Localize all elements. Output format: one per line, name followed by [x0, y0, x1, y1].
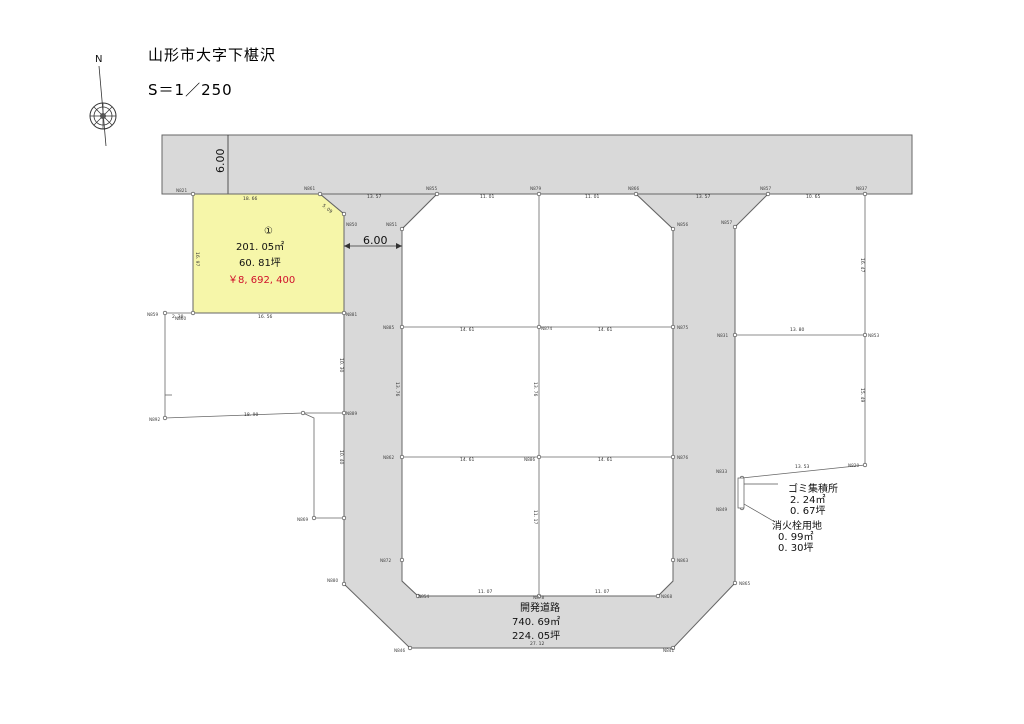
point-label: N863 [677, 558, 688, 563]
point-label: N849 [716, 507, 727, 512]
lot-1-price: ￥8, 692, 400 [228, 275, 295, 286]
point-label: N878 [533, 595, 544, 600]
point-label: N889 [346, 411, 357, 416]
top-road-width-label: 6.00 [214, 149, 227, 174]
point-label: N872 [380, 558, 391, 563]
point-label: N850 [346, 222, 357, 227]
dev-road-width-label: 6.00 [363, 234, 388, 247]
dimension-value: 10. 30 [338, 358, 344, 372]
point-label: N846 [394, 648, 405, 653]
top-road [161, 134, 913, 195]
lot-1-area-m2: 201. 05㎡ [236, 241, 284, 253]
page-title: 山形市大字下椹沢 [148, 46, 277, 64]
dimension-value: 11. 17 [532, 510, 538, 524]
dimension-value: 14. 61 [460, 327, 474, 333]
dimension-value: 11. 01 [585, 194, 599, 200]
dimension-value: 13. 57 [696, 194, 710, 200]
point-label: N821 [176, 188, 187, 193]
dimension-value: 11. 07 [595, 589, 609, 595]
dimension-value: 10. 40 [338, 450, 344, 464]
point-label: N875 [677, 325, 688, 330]
dimension-value: 18. 66 [243, 196, 257, 202]
hydrant-site-name: 消火栓用地 [772, 519, 822, 532]
point-label: N855 [426, 186, 437, 191]
point-label: N885 [383, 325, 394, 330]
point-label: N859 [147, 312, 158, 317]
point-label: N820 [848, 463, 859, 468]
dimension-value: 27. 12 [530, 641, 544, 647]
point-label: N861 [304, 186, 315, 191]
dev-road-area-m2: 740. 69㎡ [512, 616, 560, 628]
point-label: N851 [386, 222, 397, 227]
dimension-value: 13. 80 [790, 327, 804, 333]
lot-1-label: ① 201. 05㎡ 60. 81坪 ￥8, 692, 400 [228, 226, 295, 286]
hydrant-site-area-m2: 0. 99㎡ [778, 531, 813, 543]
dimension-value: 14. 61 [460, 457, 474, 463]
dimension-value: 11. 07 [478, 589, 492, 595]
garbage-site-area-tsubo: 0. 67坪 [790, 504, 825, 517]
dev-road-width-dimension: 6.00 [344, 234, 402, 249]
dimension-value: 11. 01 [480, 194, 494, 200]
garbage-site-area-m2: 2. 24㎡ [790, 494, 825, 506]
hydrant-site-area-tsubo: 0. 30坪 [778, 541, 813, 554]
dimension-value: 13. 53 [795, 464, 809, 470]
utility-sites: ゴミ集積所 2. 24㎡ 0. 67坪 消火栓用地 0. 99㎡ 0. 30坪 [737, 477, 838, 554]
dimension-value: 2. 30 [172, 314, 184, 320]
point-label: N874 [541, 326, 552, 331]
lot-1-number: ① [264, 226, 273, 237]
dimension-value: 14. 61 [598, 327, 612, 333]
dimension-value: 13. 57 [367, 194, 381, 200]
north-arrow-icon: N [89, 54, 117, 147]
point-label: N879 [530, 186, 541, 191]
point-label: N862 [383, 455, 394, 460]
point-label: N876 [677, 455, 688, 460]
point-label: N892 [149, 417, 160, 422]
point-label: N886 [524, 457, 535, 462]
north-label: N [95, 54, 102, 65]
point-label: N866 [628, 186, 639, 191]
point-label: N857 [721, 220, 732, 225]
point-label: N837 [856, 186, 867, 191]
dimension-value: 16. 56 [258, 314, 272, 320]
scale-label: S＝1／250 [148, 81, 233, 99]
dev-road-label: 開発道路 740. 69㎡ 224. 05坪 [512, 601, 560, 642]
dimension-value: 18. 90 [244, 412, 258, 418]
point-label: N854 [418, 594, 429, 599]
dimension-value: 13. 76 [532, 382, 538, 396]
point-label: N880 [327, 578, 338, 583]
dimension-value: 15. 49 [859, 388, 865, 402]
point-label: N869 [297, 517, 308, 522]
point-label: N831 [717, 333, 728, 338]
survey-point-labels: N821 N861 N855 N879 N866 N857 N837 N850 … [147, 186, 879, 653]
point-label: N856 [677, 222, 688, 227]
point-label: N860 [175, 316, 186, 321]
point-label: N853 [868, 333, 879, 338]
point-label: N881 [346, 312, 357, 317]
lot-1 [192, 193, 345, 314]
point-label: N833 [716, 469, 727, 474]
point-label: N841 [663, 648, 674, 653]
dimension-value: 16. 97 [194, 252, 200, 266]
dev-road-area-tsubo: 224. 05坪 [512, 629, 560, 642]
dimension-value: 14. 61 [598, 457, 612, 463]
dimension-value: 13. 76 [394, 382, 400, 396]
point-label: N865 [739, 581, 750, 586]
garbage-site-name: ゴミ集積所 [788, 482, 838, 495]
dev-road-name: 開発道路 [520, 601, 560, 614]
lot-1-area-tsubo: 60. 81坪 [239, 256, 281, 269]
dimension-value: 16. 47 [859, 258, 865, 272]
point-label: N868 [661, 594, 672, 599]
dimension-value: 10. 65 [806, 194, 820, 200]
top-road-width-dimension: 6.00 [214, 135, 229, 194]
point-label: N857 [760, 186, 771, 191]
